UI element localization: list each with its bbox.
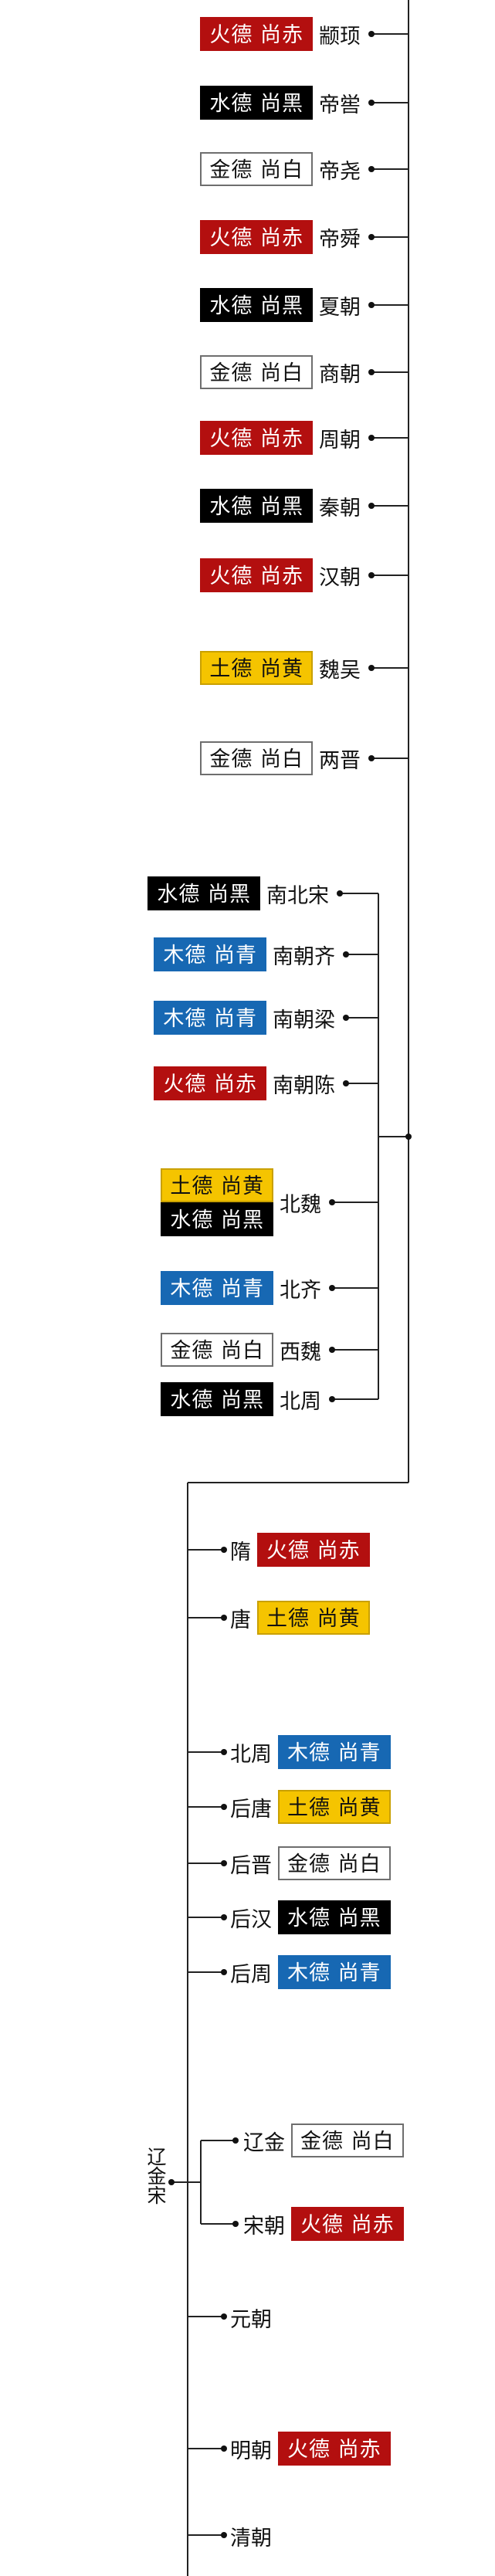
element-badge-fire: 火德 尚赤 — [257, 1533, 370, 1567]
dynasty-name: 后汉 — [230, 1907, 272, 1932]
element-badge-fire: 火德 尚赤 — [154, 1066, 266, 1100]
dynasty-name: 明朝 — [230, 2439, 272, 2463]
element-badge-wood: 木德 尚青 — [161, 1271, 273, 1305]
element-badge-wood: 木德 尚青 — [278, 1735, 391, 1769]
element-badge-fire: 火德 尚赤 — [200, 558, 313, 592]
element-badge-fire: 火德 尚赤 — [291, 2207, 404, 2241]
dynasty-name: 清朝 — [230, 2527, 272, 2551]
element-badge-water: 水德 尚黑 — [200, 288, 313, 322]
dynasty-name: 西魏 — [280, 1340, 321, 1364]
dynasty-name: 帝喾 — [319, 93, 361, 117]
dynasty-name: 唐 — [230, 1608, 251, 1632]
dynasty-row: 火德 尚赤 颛顼 — [200, 17, 367, 51]
dynasty-name: 后晋 — [230, 1853, 272, 1878]
dynasty-row: 土德 尚黄 水德 尚黑 北魏 — [161, 1168, 327, 1236]
element-badge-earth: 土德 尚黄 — [257, 1601, 370, 1635]
dynasty-name: 宋朝 — [243, 2214, 285, 2239]
dynasty-name: 北齐 — [280, 1278, 321, 1303]
element-badge-fire: 火德 尚赤 — [278, 2432, 391, 2466]
dynasty-name: 商朝 — [319, 362, 361, 387]
dynasty-name: 南朝齐 — [273, 944, 335, 969]
element-badge-earth: 土德 尚黄 — [161, 1168, 273, 1202]
dynasty-row: 后晋 金德 尚白 — [230, 1846, 391, 1880]
element-badge-earth: 土德 尚黄 — [278, 1790, 391, 1824]
dynasty-name: 南朝梁 — [273, 1008, 335, 1032]
element-badge-metal: 金德 尚白 — [200, 741, 313, 775]
dynasty-name: 帝舜 — [319, 227, 361, 252]
dynasty-row: 唐 土德 尚黄 — [230, 1601, 370, 1635]
dynasty-name: 元朝 — [230, 2308, 272, 2332]
dynasty-row: 水德 尚黑 北周 — [161, 1382, 327, 1416]
dynasty-name: 两晋 — [319, 748, 361, 773]
dynasty-name: 隋 — [230, 1540, 251, 1564]
element-badge-water: 水德 尚黑 — [147, 876, 260, 910]
element-badge-metal: 金德 尚白 — [200, 355, 313, 389]
dynasty-row: 金德 尚白 西魏 — [161, 1333, 327, 1367]
element-badge-earth: 土德 尚黄 — [200, 651, 313, 685]
dynasty-name: 魏吴 — [319, 658, 361, 683]
dynasty-row: 水德 尚黑 秦朝 — [200, 489, 367, 523]
dynasty-row: 水德 尚黑 南北宋 — [147, 876, 335, 910]
element-badge-metal: 金德 尚白 — [291, 2124, 404, 2157]
dynasty-row: 后唐 土德 尚黄 — [230, 1790, 391, 1824]
dynasty-name: 帝尧 — [319, 159, 361, 184]
dynasty-row: 清朝 — [230, 2521, 278, 2551]
dynasty-name: 北周 — [280, 1389, 321, 1414]
element-badge-water: 水德 尚黑 — [278, 1900, 391, 1934]
dynasty-name: 南北宋 — [266, 883, 329, 908]
element-badge-metal: 金德 尚白 — [161, 1333, 273, 1367]
dynasty-row: 金德 尚白 商朝 — [200, 355, 367, 389]
dynasty-row: 火德 尚赤 汉朝 — [200, 558, 367, 592]
group-label-liao-jin-song: 辽金宋 — [144, 2147, 167, 2205]
dynasty-row: 火德 尚赤 南朝陈 — [154, 1066, 341, 1100]
element-badge-fire: 火德 尚赤 — [200, 17, 313, 51]
dynasty-row: 木德 尚青 北齐 — [161, 1271, 327, 1305]
element-badge-metal: 金德 尚白 — [278, 1846, 391, 1880]
element-badge-wood: 木德 尚青 — [154, 1001, 266, 1035]
dynasty-name: 周朝 — [319, 428, 361, 452]
dynasty-name: 后周 — [230, 1962, 272, 1987]
element-badge-water: 水德 尚黑 — [161, 1382, 273, 1416]
element-badge-wood: 木德 尚青 — [278, 1955, 391, 1989]
dual-badge-stack: 土德 尚黄 水德 尚黑 — [161, 1168, 273, 1236]
dynasty-row: 隋 火德 尚赤 — [230, 1533, 370, 1567]
dynasty-name: 后唐 — [230, 1797, 272, 1822]
element-badge-water: 水德 尚黑 — [200, 86, 313, 120]
dynasty-name: 汉朝 — [319, 565, 361, 590]
dynasty-name: 北魏 — [280, 1192, 321, 1217]
dynasty-row: 土德 尚黄 魏吴 — [200, 651, 367, 685]
dynasty-row: 后汉 水德 尚黑 — [230, 1900, 391, 1934]
element-badge-wood: 木德 尚青 — [154, 937, 266, 971]
dynasty-row: 水德 尚黑 帝喾 — [200, 86, 367, 120]
dynasty-name: 夏朝 — [319, 295, 361, 320]
dynasty-name: 辽金 — [243, 2130, 285, 2155]
dynasty-name: 秦朝 — [319, 496, 361, 520]
dynasty-row: 北周 木德 尚青 — [230, 1735, 391, 1769]
element-badge-metal: 金德 尚白 — [200, 152, 313, 186]
dynasty-name: 颛顼 — [319, 24, 361, 49]
dynasty-row: 金德 尚白 两晋 — [200, 741, 367, 775]
dynasty-row: 辽金 金德 尚白 — [243, 2124, 404, 2157]
element-badge-water: 水德 尚黑 — [200, 489, 313, 523]
dynasty-row: 木德 尚青 南朝齐 — [154, 937, 341, 971]
dynasty-row: 宋朝 火德 尚赤 — [243, 2207, 404, 2241]
element-badge-fire: 火德 尚赤 — [200, 220, 313, 254]
dynasty-row: 元朝 — [230, 2303, 278, 2333]
dynasty-name: 北周 — [230, 1742, 272, 1767]
dynasty-row: 金德 尚白 帝尧 — [200, 152, 367, 186]
dynasty-row: 火德 尚赤 帝舜 — [200, 220, 367, 254]
element-badge-water: 水德 尚黑 — [161, 1202, 273, 1236]
element-badge-fire: 火德 尚赤 — [200, 421, 313, 455]
dynasty-row: 火德 尚赤 周朝 — [200, 421, 367, 455]
dynasty-row: 明朝 火德 尚赤 — [230, 2432, 391, 2466]
dynasty-row: 水德 尚黑 夏朝 — [200, 288, 367, 322]
dynasty-row: 木德 尚青 南朝梁 — [154, 1001, 341, 1035]
dynasty-row: 后周 木德 尚青 — [230, 1955, 391, 1989]
dynasty-name: 南朝陈 — [273, 1073, 335, 1098]
